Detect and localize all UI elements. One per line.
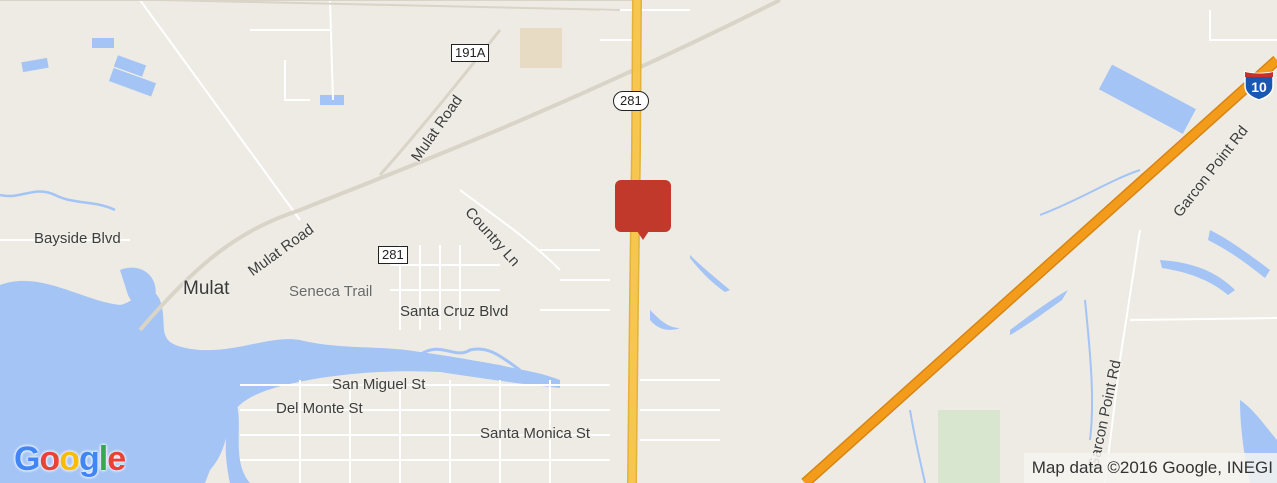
road-label-santa-monica-st: Santa Monica St [480, 425, 591, 442]
interstate-10-line [802, 57, 1277, 483]
pond [108, 67, 157, 97]
place-label-seneca-trail: Seneca Trail [289, 283, 373, 300]
interstate-shield-icon [1244, 71, 1274, 100]
logo-letter: e [107, 440, 126, 478]
logo-letter: g [79, 440, 100, 478]
park-area [938, 410, 1000, 483]
map-attribution[interactable]: Map data ©2016 Google, INEGI [1023, 453, 1277, 483]
route-shield-281-west: 281 [378, 246, 408, 264]
pond [21, 57, 49, 73]
road-label-san-miguel-st: San Miguel St [332, 376, 426, 393]
interstate-10-number: 10 [1251, 79, 1267, 95]
pond [1208, 230, 1270, 278]
logo-letter: o [39, 440, 60, 478]
route-shield-281-north: 281 [613, 91, 649, 111]
creek [419, 347, 521, 372]
logo-letter: o [59, 440, 80, 478]
bay-inlet [120, 267, 156, 310]
creek [0, 190, 116, 212]
bay-water [0, 280, 560, 483]
road-label-santa-cruz-blvd: Santa Cruz Blvd [400, 303, 509, 320]
interstate-10-shield: 10 [1243, 70, 1275, 100]
map-pin-icon [615, 180, 671, 240]
road-label-bayside-blvd: Bayside Blvd [34, 230, 121, 247]
creek-water [225, 400, 250, 483]
creek [909, 409, 926, 483]
developed-area [520, 28, 562, 68]
logo-letter: l [98, 440, 109, 478]
road-label-del-monte-st: Del Monte St [276, 400, 363, 417]
creek [1084, 299, 1094, 441]
pond [113, 55, 147, 77]
logo-letter: G [14, 440, 40, 478]
pond [92, 38, 114, 48]
pond [1098, 64, 1196, 134]
google-logo[interactable]: Google [14, 440, 126, 479]
creek [1039, 169, 1141, 216]
route-shield-191a: 191A [451, 44, 490, 62]
pond [1010, 290, 1068, 335]
pond [690, 255, 730, 292]
mulat-road-line [138, 0, 781, 332]
pond [650, 310, 680, 330]
town-label-mulat: Mulat [183, 278, 230, 299]
map-pin-marker[interactable] [615, 180, 671, 242]
northern-road-line [0, 0, 640, 11]
pond [1160, 260, 1235, 295]
